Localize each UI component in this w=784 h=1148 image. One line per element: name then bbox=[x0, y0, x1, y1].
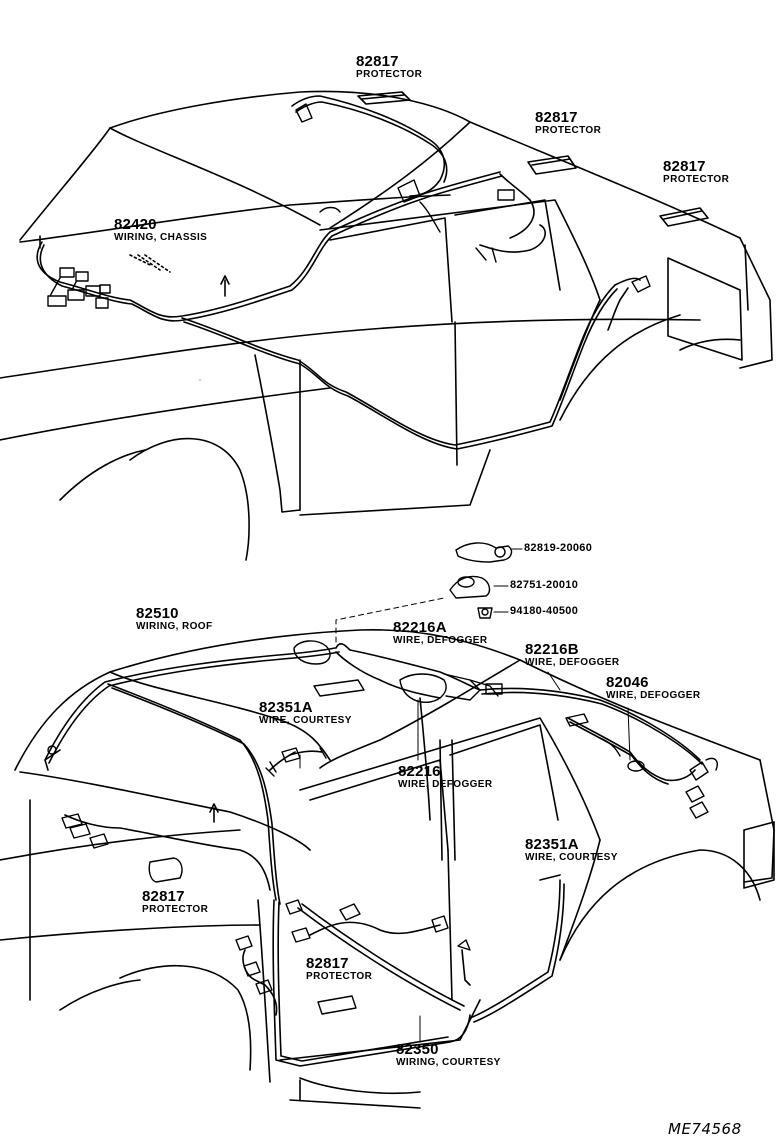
part-description: PROTECTOR bbox=[663, 174, 730, 185]
part-number: 82817 bbox=[306, 955, 349, 972]
part-number: 82420 bbox=[114, 216, 157, 233]
callout-94180-40500: 94180-40500 bbox=[510, 605, 579, 617]
callout-82216b-wire-defogger: 82216B WIRE, DEFOGGER bbox=[525, 642, 620, 668]
part-description: PROTECTOR bbox=[356, 69, 423, 80]
part-number: 82817 bbox=[142, 888, 185, 905]
part-description: PROTECTOR bbox=[535, 125, 602, 136]
callout-82817-protector-left: 82817 PROTECTOR bbox=[142, 889, 208, 915]
leader-lines bbox=[199, 379, 631, 1043]
callout-82420-wiring-chassis: 82420 WIRING, CHASSIS bbox=[114, 217, 207, 243]
part-number: 82510 bbox=[136, 605, 179, 622]
part-description: WIRE, DEFOGGER bbox=[398, 779, 493, 790]
part-description: PROTECTOR bbox=[306, 971, 373, 982]
part-number: 82046 bbox=[606, 674, 649, 691]
part-number: 82216 bbox=[398, 763, 441, 780]
part-number: 82817 bbox=[663, 158, 706, 175]
part-number: 82350 bbox=[396, 1041, 439, 1058]
bottom-connectors bbox=[47, 542, 718, 1015]
callout-82817-protector-roof-mid: 82817 PROTECTOR bbox=[535, 110, 601, 136]
chassis-wiring-harness bbox=[36, 95, 641, 450]
part-description: WIRING, COURTESY bbox=[396, 1057, 501, 1068]
callout-82046-wire-defogger: 82046 WIRE, DEFOGGER bbox=[606, 675, 701, 701]
callout-82216a-wire-defogger: 82216A WIRE, DEFOGGER bbox=[393, 620, 488, 646]
top-vehicle-body bbox=[0, 90, 773, 561]
roof-and-courtesy-harness bbox=[44, 643, 703, 1067]
part-description: WIRING, CHASSIS bbox=[114, 232, 208, 243]
part-description: WIRE, DEFOGGER bbox=[393, 635, 488, 646]
callout-82817-protector-door: 82817 PROTECTOR bbox=[306, 956, 372, 982]
callout-82751-20010: 82751-20010 bbox=[510, 579, 579, 591]
part-description: WIRE, DEFOGGER bbox=[525, 657, 620, 668]
top-protector-pads bbox=[357, 91, 709, 227]
top-connectors bbox=[47, 103, 651, 309]
part-number: 82216B bbox=[525, 641, 579, 658]
part-number: 82351A bbox=[259, 699, 313, 716]
callout-82819-20060: 82819-20060 bbox=[524, 542, 593, 554]
part-number: 82216A bbox=[393, 619, 447, 636]
bottom-vehicle-body bbox=[0, 628, 775, 1109]
part-number: 82351A bbox=[525, 836, 579, 853]
callout-82510-wiring-roof: 82510 WIRING, ROOF bbox=[136, 606, 212, 632]
part-description: WIRING, ROOF bbox=[136, 621, 213, 632]
part-description: WIRE, COURTESY bbox=[259, 715, 352, 726]
callout-82817-protector-trunk: 82817 PROTECTOR bbox=[663, 159, 729, 185]
part-description: WIRE, COURTESY bbox=[525, 852, 618, 863]
part-description: WIRE, DEFOGGER bbox=[606, 690, 701, 701]
part-description: PROTECTOR bbox=[142, 904, 209, 915]
callout-82350-wiring-courtesy: 82350 WIRING, COURTESY bbox=[396, 1042, 501, 1068]
callout-82351a-wire-courtesy-roof: 82351A WIRE, COURTESY bbox=[259, 700, 352, 726]
figure-code: ME74568 bbox=[668, 1120, 742, 1138]
callout-82351a-wire-courtesy-door: 82351A WIRE, COURTESY bbox=[525, 837, 618, 863]
callout-82817-protector-roof-front: 82817 PROTECTOR bbox=[356, 54, 422, 80]
callout-82216-wire-defogger: 82216 WIRE, DEFOGGER bbox=[398, 764, 493, 790]
part-number: 82817 bbox=[535, 109, 578, 126]
part-number: 82817 bbox=[356, 53, 399, 70]
